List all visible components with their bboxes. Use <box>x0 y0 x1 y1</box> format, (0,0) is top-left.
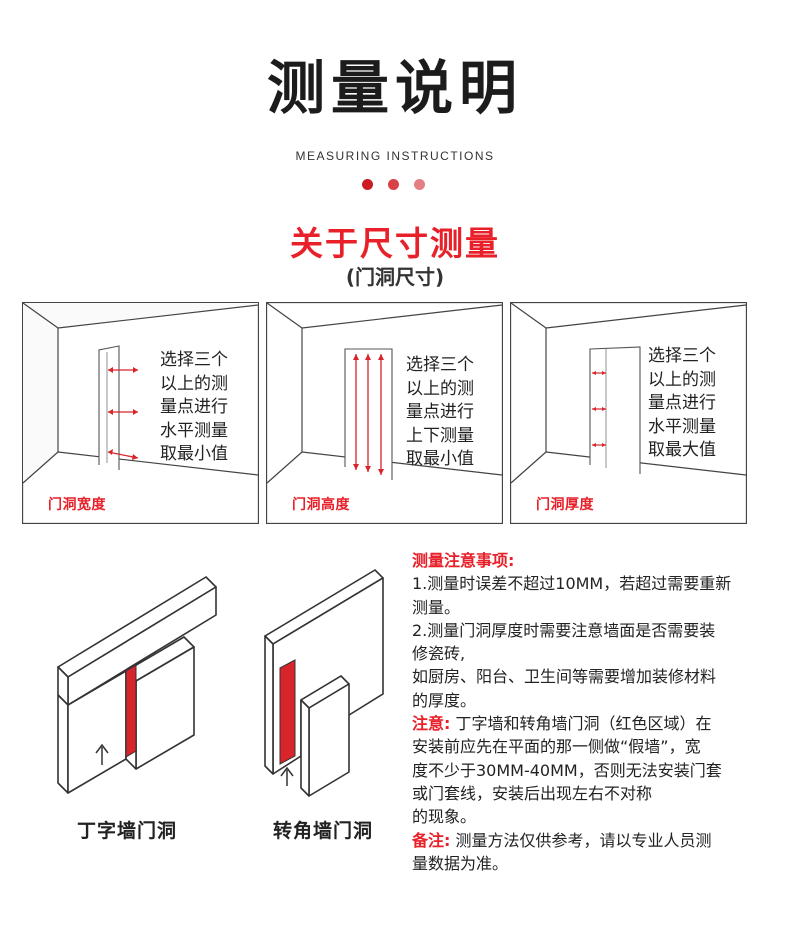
notes-heading: 测量注意事项: <box>412 551 515 570</box>
panel-door-height: 选择三个 以上的测 量点进行 上下测量 取最小值 门洞高度 <box>266 302 503 524</box>
warning-line-1: 注意: 丁字墙和转角墙门洞（红色区域）在 <box>412 712 782 735</box>
dot-1 <box>362 179 373 190</box>
warning-text-1: 丁字墙和转角墙门洞（红色区域）在 <box>450 714 712 734</box>
panel-door-width: 选择三个 以上的测 量点进行 水平测量 取最小值 门洞宽度 <box>22 302 259 524</box>
remark-line-1: 备注: 测量方法仅供参考，请以专业人员测 <box>412 829 782 852</box>
remark-label: 备注: <box>412 830 451 850</box>
panel-width-label: 门洞宽度 <box>48 497 106 513</box>
t-wall-caption: 丁字墙门洞 <box>77 820 178 842</box>
note-1-line-1: 1.测量时误差不超过10MM，若超过需要重新 <box>412 574 732 594</box>
section-title: 关于尺寸测量 <box>290 224 500 263</box>
room-thickness-illustration <box>510 302 747 524</box>
remark-line-2: 量数据为准。 <box>412 853 509 873</box>
panel-thickness-label: 门洞厚度 <box>536 497 594 513</box>
note-2-line-2: 修瓷砖, <box>412 644 466 664</box>
corner-wall-diagram <box>264 569 384 797</box>
decorative-dots <box>362 179 432 191</box>
measurement-notes: 测量注意事项: 1.测量时误差不超过10MM，若超过需要重新 测量。 2.测量门… <box>412 549 782 875</box>
t-wall-diagram <box>57 576 217 794</box>
warning-line-4: 或门套线，安装后出现左右不对称 <box>412 783 653 803</box>
note-2-line-3: 如厨房、阳台、卫生间等需要增加装修材料 <box>412 667 717 687</box>
corner-wall-caption: 转角墙门洞 <box>273 820 374 842</box>
panel-width-instructions: 选择三个 以上的测 量点进行 水平测量 取最小值 <box>160 350 228 464</box>
panel-height-label: 门洞高度 <box>292 497 350 513</box>
note-1-line-2: 测量。 <box>412 597 461 617</box>
panel-door-thickness: 选择三个 以上的测 量点进行 水平测量 取最大值 门洞厚度 <box>510 302 747 524</box>
room-height-illustration <box>266 302 503 524</box>
remark-text-1: 测量方法仅供参考，请以专业人员测 <box>450 830 712 850</box>
dot-2 <box>388 179 399 190</box>
warning-line-5: 的现象。 <box>412 807 477 827</box>
page-subtitle: MEASURING INSTRUCTIONS <box>295 149 495 163</box>
panel-thickness-instructions: 选择三个 以上的测 量点进行 水平测量 取最大值 <box>648 346 716 460</box>
page-title: 测量说明 <box>266 54 523 122</box>
warning-label: 注意: <box>412 714 451 734</box>
panel-height-instructions: 选择三个 以上的测 量点进行 上下测量 取最小值 <box>406 355 474 469</box>
room-width-illustration <box>22 302 259 524</box>
section-subtitle: (门洞尺寸) <box>345 265 445 289</box>
note-2-line-1: 2.测量门洞厚度时需要注意墙面是否需要装 <box>412 620 716 640</box>
note-2-line-4: 的厚度。 <box>412 690 477 710</box>
dot-3 <box>414 179 425 190</box>
warning-line-2: 安装前应先在平面的那一侧做“假墙”，宽 <box>412 737 701 757</box>
warning-line-3: 度不少于30MM-40MM，否则无法安装门套 <box>412 760 722 780</box>
